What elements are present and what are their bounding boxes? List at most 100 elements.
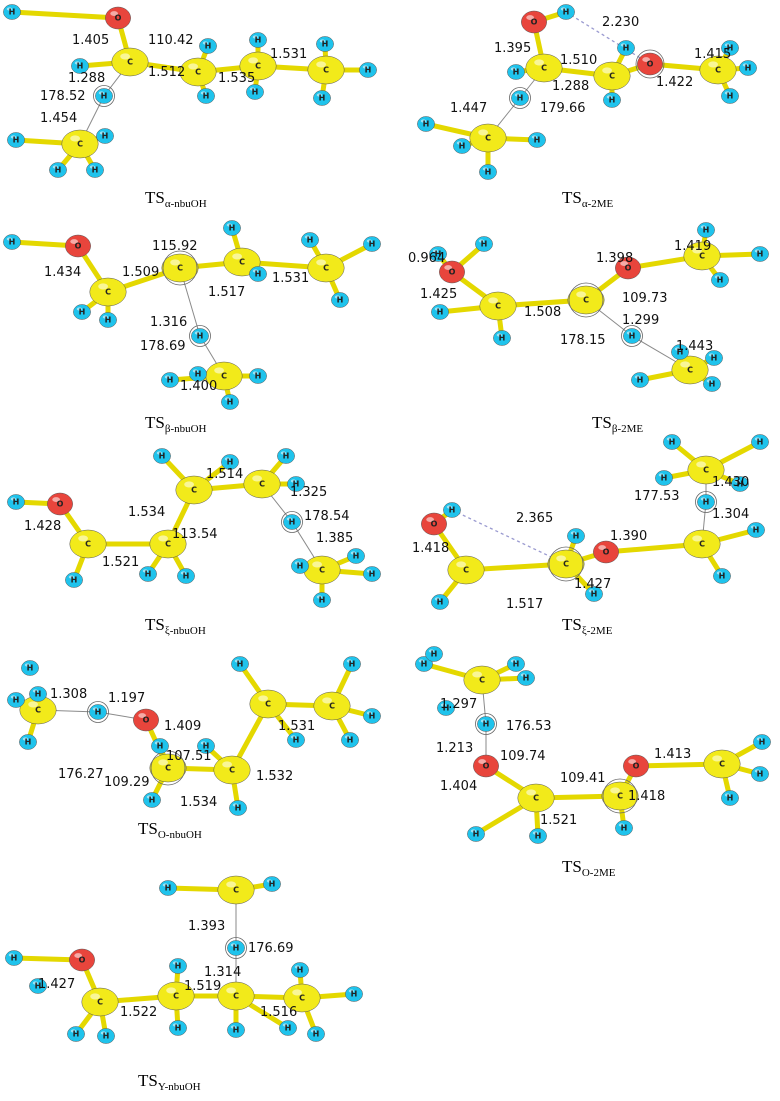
atom-symbol: C (687, 366, 693, 375)
atom-h: H (585, 586, 603, 602)
geometry-label: 1.213 (436, 741, 473, 756)
atom-symbol: H (233, 1026, 240, 1035)
atom-symbol: H (757, 250, 764, 259)
atom-symbol: H (285, 1024, 292, 1033)
atom-o: O (439, 260, 465, 284)
atom-symbol: H (159, 452, 166, 461)
atom-symbol: C (323, 264, 329, 273)
atom-h: H (229, 800, 247, 816)
geometry-label: 1.521 (540, 813, 577, 828)
geometry-label: 1.400 (180, 379, 217, 394)
atom-h: H (169, 1020, 187, 1036)
atom-o: O (635, 49, 665, 79)
atom-symbol: H (351, 990, 358, 999)
atom-symbol: C (495, 302, 501, 311)
atom-symbol: H (717, 276, 724, 285)
atom-symbol: H (307, 236, 314, 245)
atom-symbol: H (92, 166, 99, 175)
geometry-label: 1.519 (184, 979, 221, 994)
atom-symbol: H (353, 552, 360, 561)
atom-h: H (29, 978, 47, 994)
atom-symbol: C (609, 72, 615, 81)
atom-symbol: H (437, 308, 444, 317)
atom-h: H (96, 128, 114, 144)
atom-h: H (189, 366, 207, 382)
atom-symbol: C (165, 540, 171, 549)
geometry-label: 113.54 (172, 527, 218, 542)
panel-caption: TSξ-nbuOH (145, 615, 206, 637)
atom-symbol: H (55, 166, 62, 175)
atom-symbol: C (715, 66, 721, 75)
atom-symbol: H (229, 224, 236, 233)
atom-symbol: C (233, 886, 239, 895)
geometry-label: 1.409 (164, 719, 201, 734)
atom-symbol: H (483, 720, 490, 729)
geometry-label: 1.415 (694, 47, 731, 62)
atom-symbol: H (13, 498, 20, 507)
atom-symbol: H (623, 44, 630, 53)
atom-symbol: H (227, 458, 234, 467)
atom-symbol: C (319, 566, 325, 575)
atom-h: H (475, 236, 493, 252)
atom-h: H (425, 646, 443, 662)
highlight-ring (475, 713, 497, 735)
atom-symbol: O (603, 548, 610, 557)
atom-c: C (567, 282, 605, 318)
atom-symbol: H (11, 954, 18, 963)
atom-h: H (221, 454, 239, 470)
atom-symbol: C (541, 64, 547, 73)
atom-c: C (111, 47, 149, 77)
atom-symbol: H (573, 532, 580, 541)
atom-symbol: H (499, 334, 506, 343)
atom-h: H (71, 58, 89, 74)
atom-symbol: C (85, 540, 91, 549)
atom-symbol: H (609, 96, 616, 105)
atom-symbol: C (233, 992, 239, 1001)
atom-symbol: H (25, 738, 32, 747)
atom-symbol: H (255, 36, 262, 45)
atom-symbol: C (229, 766, 235, 775)
geometry-label: 1.304 (712, 507, 749, 522)
atom-h: H (437, 700, 455, 716)
panel-caption-subscript: Υ-nbuOH (158, 1081, 201, 1093)
atom-symbol: O (143, 716, 150, 725)
highlight-ring (87, 701, 109, 723)
geometry-label: 1.398 (596, 251, 633, 266)
atom-symbol: C (221, 372, 227, 381)
atom-h: H (19, 734, 37, 750)
atom-o: O (521, 10, 547, 34)
atom-h: H (246, 84, 264, 100)
atom-h: H (417, 116, 435, 132)
geometry-label: 178.54 (304, 509, 350, 524)
atom-symbol: H (435, 250, 442, 259)
atom-h: H (567, 528, 585, 544)
atom-h: H (287, 476, 305, 492)
geometry-label: 1.418 (412, 541, 449, 556)
atom-symbol: C (173, 992, 179, 1001)
atom-h: H (615, 820, 633, 836)
atom-symbol: H (365, 66, 372, 75)
atom-h: H (617, 40, 635, 56)
atom-symbol: C (583, 296, 589, 305)
geometry-label: 1.393 (188, 919, 225, 934)
atom-h: H (313, 592, 331, 608)
atom-symbol: H (203, 742, 210, 751)
geometry-label: 115.92 (152, 239, 198, 254)
panel-caption: TSO-nbuOH (138, 819, 202, 841)
atom-symbol: H (105, 316, 112, 325)
atom-h: H (263, 876, 281, 892)
atom-c: C (249, 689, 287, 719)
geometry-label: 1.288 (68, 71, 105, 86)
atom-symbol: H (227, 398, 234, 407)
atom-c: C (683, 241, 721, 271)
atom-h: H (5, 950, 23, 966)
geometry-label: 1.288 (552, 79, 589, 94)
atom-symbol: H (727, 794, 734, 803)
atom-h: H (721, 40, 739, 56)
atom-c: C (217, 981, 255, 1011)
geometry-label: 1.516 (260, 1005, 297, 1020)
geometry-label: 1.427 (574, 577, 611, 592)
geometry-label: 109.41 (560, 771, 606, 786)
atom-c: C (89, 277, 127, 307)
